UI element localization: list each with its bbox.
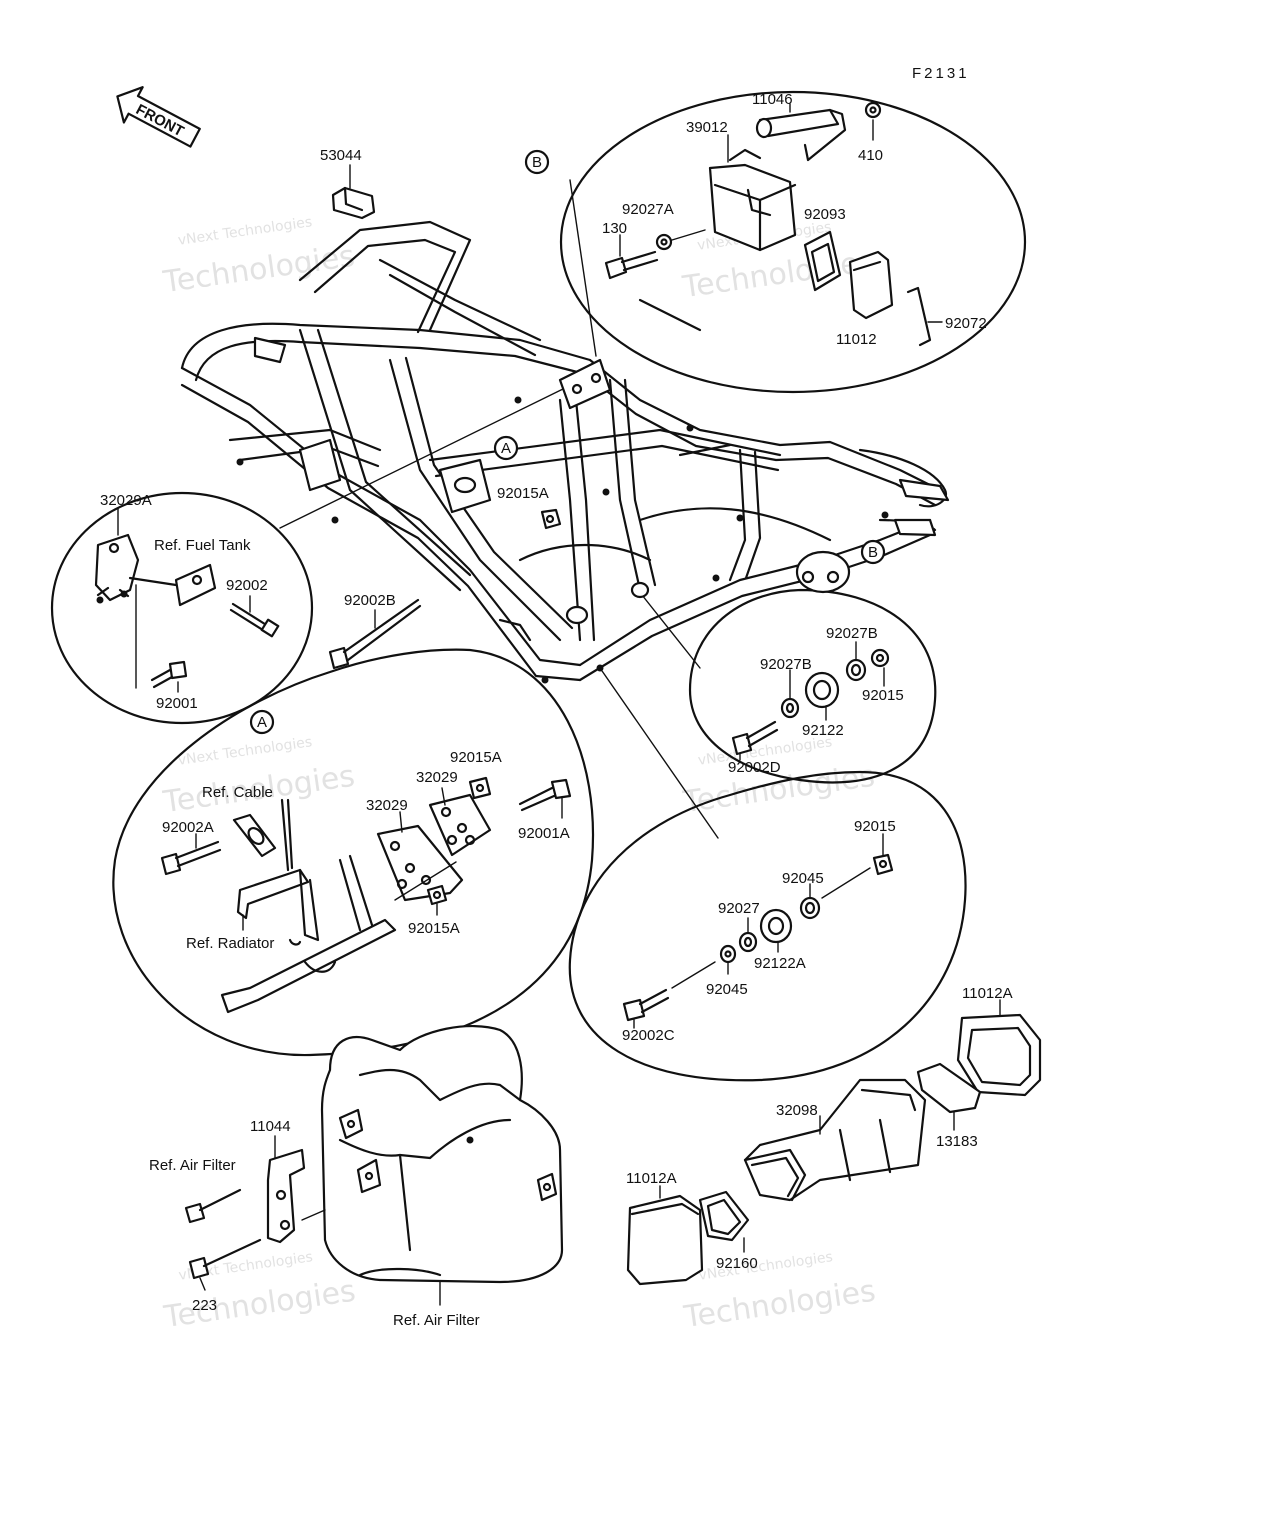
watermark-large: Technologies [680, 244, 877, 306]
label-92015A-b: 92015A [408, 920, 460, 937]
label-410: 410 [858, 147, 883, 164]
label-92122: 92122 [802, 722, 844, 739]
intake-duct-assembly [626, 999, 1042, 1286]
label-32029A: 32029A [100, 492, 152, 509]
label-11046: 11046 [752, 91, 793, 108]
label-92160: 92160 [716, 1255, 758, 1272]
label-32029-a: 32029 [416, 769, 458, 786]
part-11044-bracket-icon [184, 1135, 326, 1291]
label-ref-radiator: Ref. Radiator [186, 935, 274, 952]
label-92002B: 92002B [344, 592, 396, 609]
rear-mount-detail-enclosure [568, 770, 967, 1082]
label-ref-fuel-tank: Ref. Fuel Tank [154, 537, 251, 554]
label-39012: 39012 [686, 119, 728, 136]
mount-detail-enclosure [688, 588, 937, 784]
label-92027B-a: 92027B [826, 625, 878, 642]
callout-a-detail: A [249, 709, 275, 735]
label-92015A-top: 92015A [497, 485, 549, 502]
watermark-small: vNext Technologies [177, 214, 313, 249]
watermark-group: vNext Technologies Technologies [160, 214, 357, 301]
detail-a-parts [160, 776, 572, 1014]
label-92093: 92093 [804, 206, 846, 223]
watermark-group: vNext Technologies Technologies [681, 1249, 878, 1336]
label-92001A: 92001A [518, 825, 570, 842]
label-92015A-a: 92015A [450, 749, 502, 766]
label-ref-air-filter-bottom: Ref. Air Filter [393, 1312, 480, 1329]
label-92002D: 92002D [728, 759, 781, 776]
part-53044-cap-icon [331, 164, 376, 220]
label-ref-air-filter-side: Ref. Air Filter [149, 1157, 236, 1174]
watermark-large: Technologies [160, 239, 357, 301]
label-92072: 92072 [945, 315, 987, 332]
watermark-group: vNext Technologies Technologies [160, 734, 357, 820]
label-53044: 53044 [320, 147, 362, 164]
label-92045-a: 92045 [782, 870, 824, 887]
watermark-large: Technologies [681, 1274, 878, 1336]
svg-text:A: A [501, 440, 511, 457]
watermark-large: Technologies [161, 1274, 358, 1336]
label-92015-b: 92015 [854, 818, 896, 835]
detail-b-parts [604, 101, 943, 347]
detail-a-enclosure [112, 648, 594, 1057]
label-92002A: 92002A [162, 819, 214, 836]
air-filter-housing [320, 1024, 564, 1306]
svg-text:A: A [257, 714, 267, 731]
label-11012A-a: 11012A [962, 985, 1013, 1002]
callout-b-detail: B [524, 149, 550, 175]
front-arrow-icon: FRONT [116, 86, 201, 148]
leader-lines [279, 179, 719, 839]
detail-b-enclosure [559, 90, 1027, 394]
label-92027A: 92027A [622, 201, 674, 218]
label-32098: 32098 [776, 1102, 818, 1119]
figure-code: F2131 [912, 65, 970, 82]
mount-detail-parts [731, 641, 890, 761]
label-11012A-b: 11012A [626, 1170, 677, 1187]
label-130: 130 [602, 220, 627, 237]
label-ref-cable: Ref. Cable [202, 784, 273, 801]
callout-b-frame: B [860, 539, 886, 565]
label-92002: 92002 [226, 577, 268, 594]
main-frame [180, 220, 950, 684]
label-92027: 92027 [718, 900, 760, 917]
rear-mount-detail-parts [622, 833, 894, 1029]
fuel-tank-bracket-enclosure [50, 491, 314, 725]
label-92045-b: 92045 [706, 981, 748, 998]
label-92015-a: 92015 [862, 687, 904, 704]
callout-a-frame: A [493, 435, 519, 461]
label-32029-b: 32029 [366, 797, 408, 814]
label-13183: 13183 [936, 1133, 978, 1150]
part-92002B-bolt-icon [328, 598, 422, 670]
fuel-tank-bracket-parts [94, 507, 280, 693]
label-92001: 92001 [156, 695, 198, 712]
watermark-group: vNext Technologies Technologies [161, 1249, 358, 1336]
label-11044: 11044 [250, 1118, 291, 1135]
part-92015A-nut-icon [540, 508, 562, 530]
svg-text:B: B [868, 544, 878, 561]
label-92002C: 92002C [622, 1027, 675, 1044]
label-223: 223 [192, 1297, 217, 1314]
svg-text:B: B [532, 154, 542, 171]
label-11012: 11012 [836, 331, 877, 348]
label-92027B-b: 92027B [760, 656, 812, 673]
label-92122A: 92122A [754, 955, 806, 972]
